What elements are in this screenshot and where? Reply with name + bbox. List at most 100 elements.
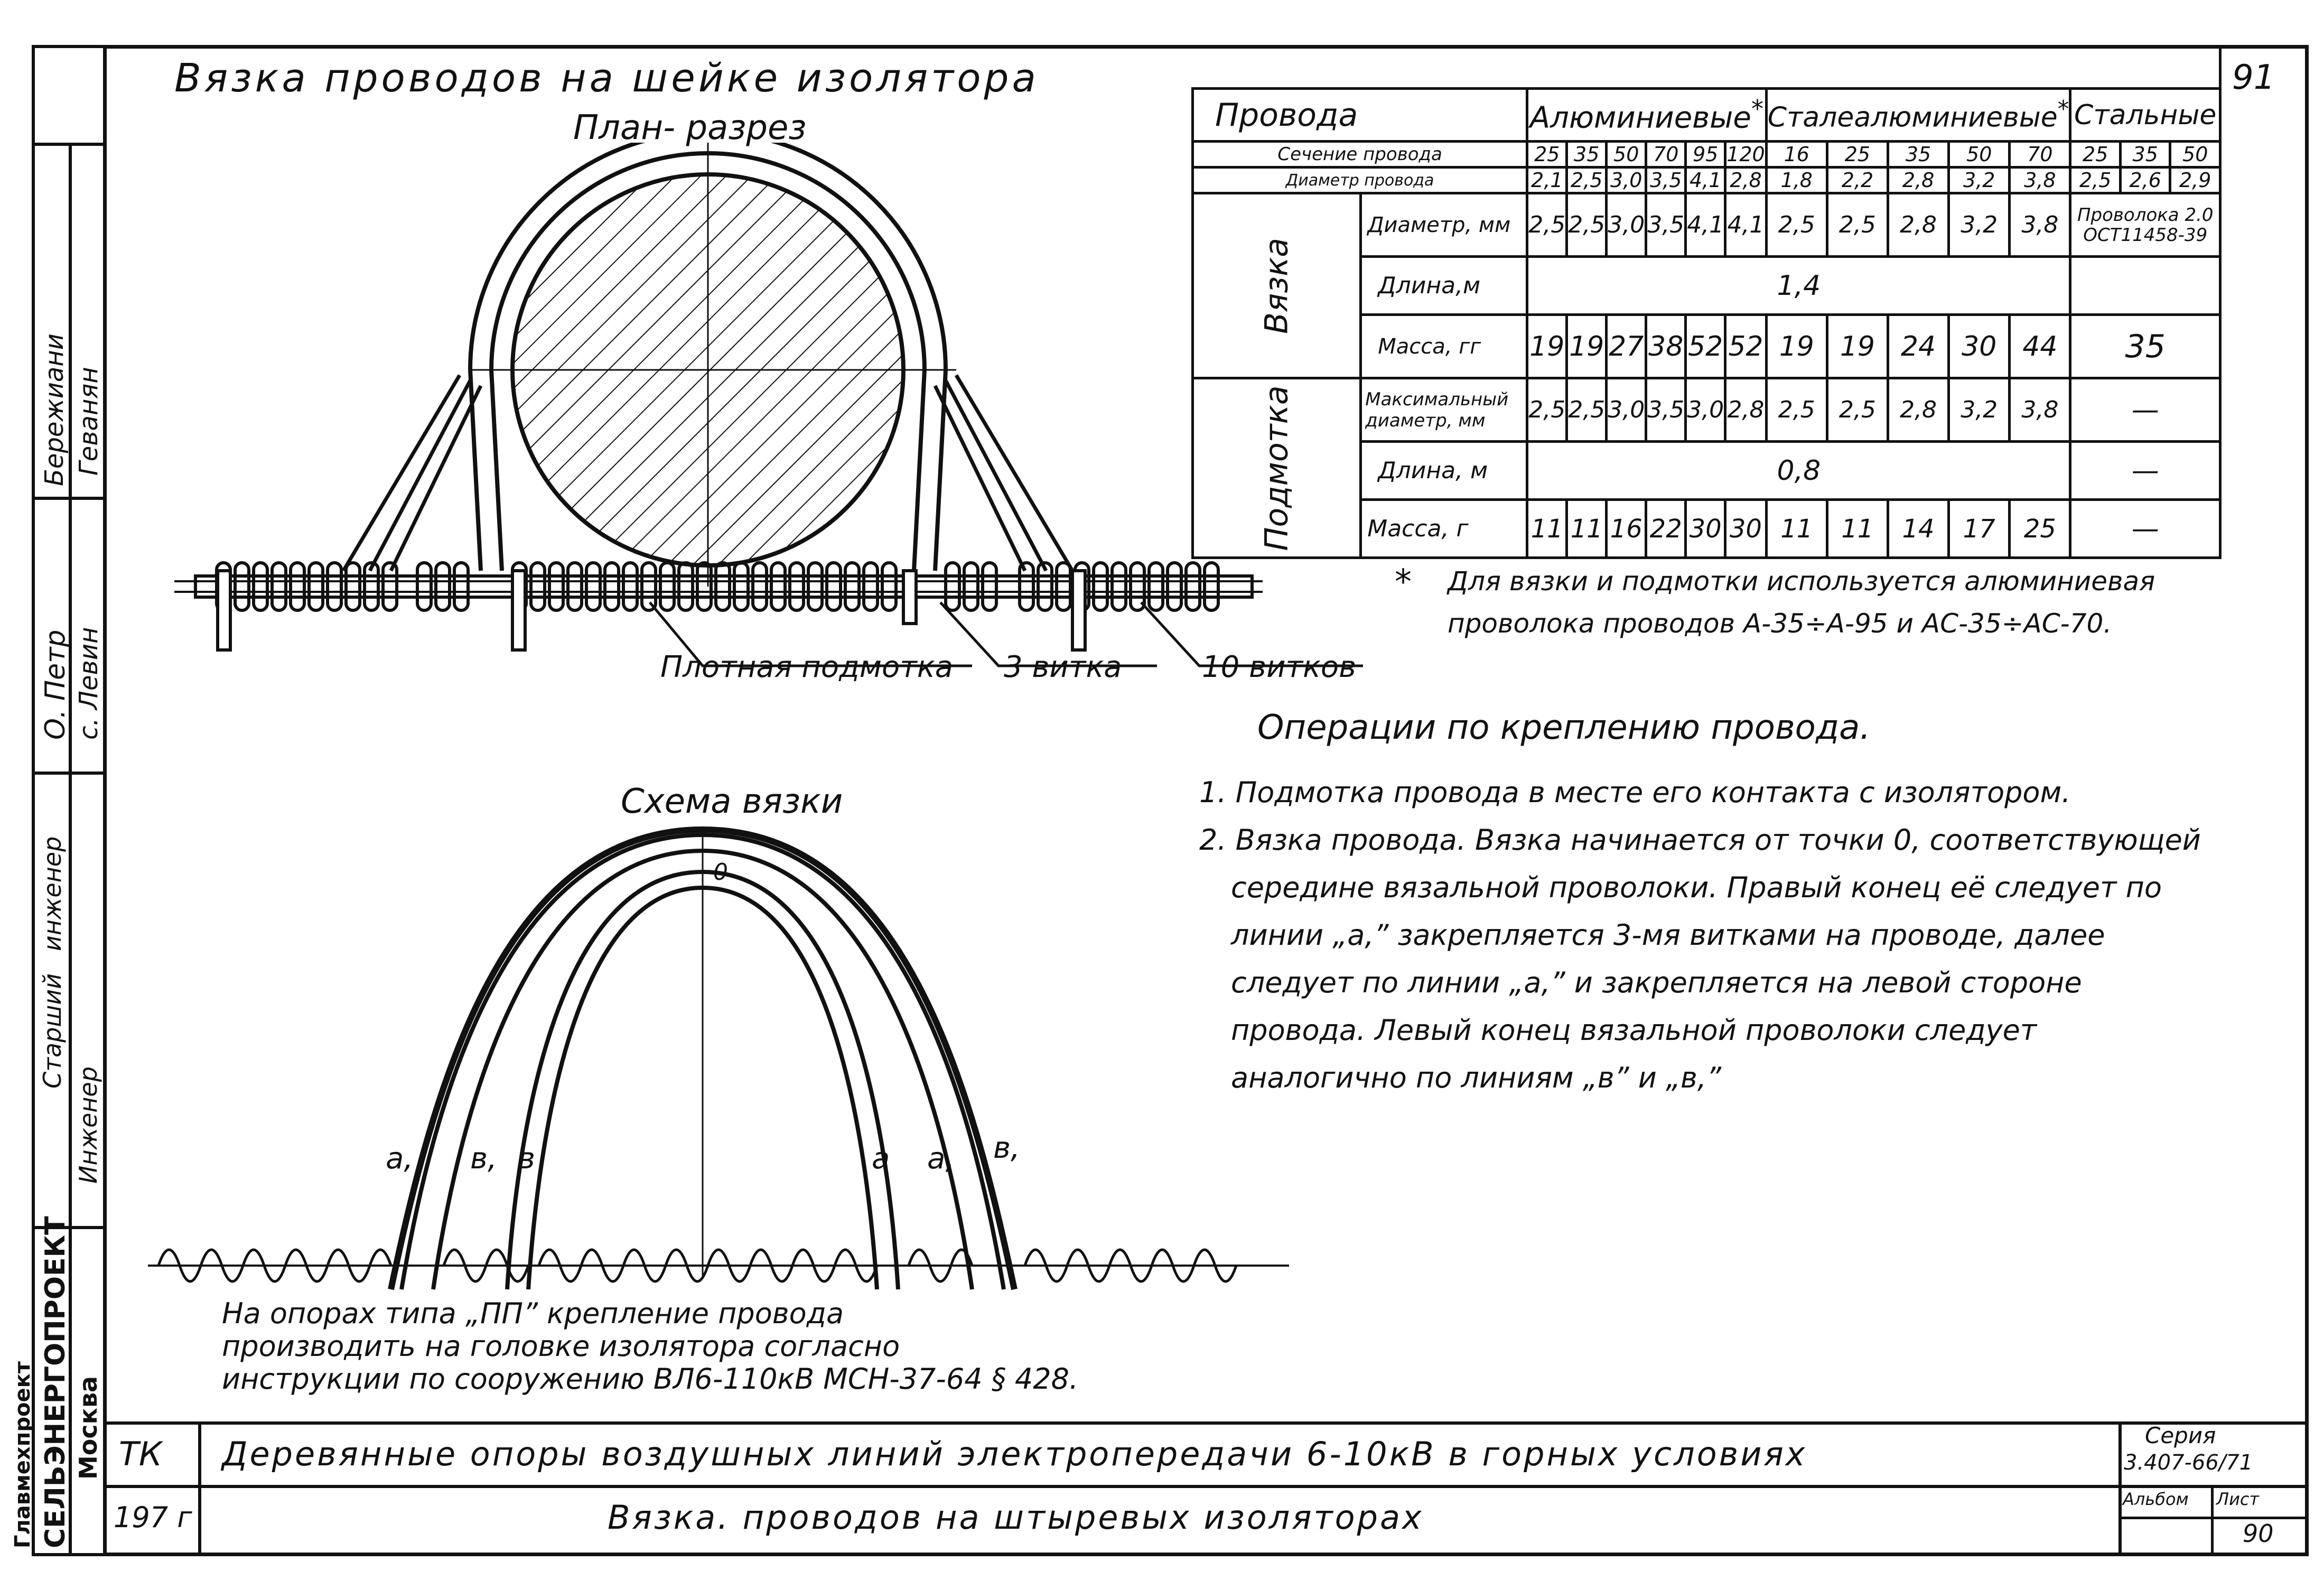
row-diam-label: Диаметр провода: [1191, 166, 1529, 194]
operation-line: середине вязальной проволоки. Правый кон…: [1231, 871, 2162, 904]
table-cell: 70: [2008, 140, 2072, 169]
callout-dense-pad: Плотная подмотка: [660, 650, 954, 684]
stamp-year: 197 г: [114, 1501, 192, 1534]
stamp-divider: [2118, 1421, 2122, 1556]
table-cell: 3,5: [1645, 192, 1687, 258]
vyazka-diam-label: Диаметр, мм: [1359, 192, 1529, 258]
table-cell: 95: [1684, 140, 1727, 169]
stamp-tk: ТК: [119, 1435, 162, 1473]
table-cell: 30: [1684, 498, 1727, 559]
table-cell: 2,8: [1886, 192, 1950, 258]
binding-scheme-drawing: [148, 826, 1289, 1290]
table-cell: 3,8: [2008, 192, 2072, 258]
table-cell: 44: [2008, 313, 2072, 379]
table-cell: 2,9: [2169, 166, 2222, 194]
callout-3-turns: 3 витка: [1004, 650, 1122, 684]
table-cell: 2,5: [1765, 192, 1828, 258]
table-cell: 3,5: [1645, 377, 1687, 443]
footnote-star: *: [1395, 563, 1412, 602]
table-cell: 2,5: [1565, 192, 1608, 258]
table-cell: 50: [2169, 140, 2222, 169]
header-steel-aluminium: Сталеалюминиевые*: [1765, 87, 2072, 143]
mark-b-left: в: [518, 1141, 536, 1176]
podmotka-diam-label: Максимальный диаметр, мм: [1359, 377, 1529, 443]
table-cell: 3,2: [1947, 166, 2011, 194]
table-cell: 2,6: [2118, 166, 2172, 194]
main-title: Вязка проводов на шейке изолятора: [174, 55, 1039, 101]
table-cell: 50: [1605, 140, 1648, 169]
note-line: инструкции по сооружению ВЛ6-110кВ МСН-3…: [222, 1362, 1079, 1396]
signature-levin: с. Левин: [74, 627, 104, 740]
strip-line: [32, 772, 103, 775]
table-cell: 2,5: [1526, 192, 1569, 258]
header-wires: Провода: [1191, 87, 1529, 143]
table-cell: 52: [1684, 313, 1727, 379]
table-cell: 19: [1765, 313, 1828, 379]
note-pp-supports: На опорах типа „ПП” крепление провода пр…: [222, 1297, 1078, 1396]
role-senior-b: инженер: [38, 836, 67, 951]
header-steel: Стальные: [2069, 87, 2222, 143]
scheme-label: Схема вязки: [621, 782, 843, 821]
operation-line: линии „а,” закрепляется 3-мя витками на …: [1231, 918, 2105, 952]
table-cell: 16: [1605, 498, 1648, 559]
org-name: СЕЛЬЭНЕРГОПРОЕКТ: [40, 1216, 71, 1549]
table-cell: 35: [2118, 140, 2172, 169]
podmotka-len-value: 0,8: [1526, 440, 2072, 501]
table-cell: 16: [1765, 140, 1828, 169]
org-top: Главмехпроект: [11, 1361, 35, 1548]
series-value: 3.407-66/71: [2124, 1451, 2253, 1475]
table-cell: 11: [1765, 498, 1828, 559]
table-cell: 3,0: [1605, 377, 1648, 443]
table-cell: 38: [1645, 313, 1687, 379]
album-label: Альбом: [2123, 1489, 2189, 1509]
podmotka-len-steel: —: [2069, 440, 2222, 501]
table-cell: 2,1: [1526, 166, 1569, 194]
table-cell: 17: [1947, 498, 2011, 559]
table-cell: 2,5: [1526, 377, 1569, 443]
signature-petr: О. Петр: [40, 629, 71, 740]
strip-line: [32, 497, 103, 500]
footnote: Для вязки и подмотки используется алюмин…: [1448, 566, 2155, 639]
vyazka-steel-wire: Проволока 2.0 ОСТ11458-39: [2069, 192, 2222, 258]
table-cell: 2,5: [1565, 166, 1608, 194]
stamp-title-1: Деревянные опоры воздушных линий электро…: [222, 1435, 1807, 1473]
vyazka-mass-steel: 35: [2069, 313, 2222, 379]
table-cell: 3,2: [1947, 377, 2011, 443]
table-cell: 3,2: [1947, 192, 2011, 258]
series-label: Серия: [2145, 1423, 2216, 1448]
table-cell: 2,5: [1765, 377, 1828, 443]
operations-text: 1. Подмотка провода в месте его контакта…: [1199, 769, 2303, 1102]
table-cell: 4,1: [1724, 192, 1768, 258]
group-vyazka: Вязка: [1191, 192, 1362, 379]
table-cell: 14: [1886, 498, 1950, 559]
drawing-frame: [103, 45, 2309, 1556]
vyazka-mass-label: Масса, гг: [1359, 313, 1529, 379]
table-cell: 2,8: [1886, 377, 1950, 443]
table-cell: 35: [1565, 140, 1608, 169]
table-cell: 27: [1605, 313, 1648, 379]
left-title-strip: [32, 45, 103, 1556]
table-cell: 2,2: [1825, 166, 1889, 194]
stamp-line-mid: [103, 1485, 2309, 1488]
podmotka-diam-steel: —: [2069, 377, 2222, 443]
table-cell: 25: [2008, 498, 2072, 559]
table-cell: 2,5: [1565, 377, 1608, 443]
strip-divider: [69, 143, 72, 1556]
table-cell: 50: [1947, 140, 2011, 169]
signature-berezhiani: Бережиани: [40, 333, 69, 486]
table-cell: 22: [1645, 498, 1687, 559]
org-city: Москва: [74, 1375, 102, 1480]
role-engineer: Инженер: [74, 1066, 102, 1184]
mark-a1-left: а,: [386, 1141, 414, 1176]
table-cell: 2,8: [1724, 377, 1768, 443]
table-cell: 70: [1645, 140, 1687, 169]
table-cell: 3,8: [2008, 166, 2072, 194]
podmotka-len-label: Длина, м: [1359, 440, 1529, 501]
note-line: производить на головке изолятора согласн…: [222, 1330, 900, 1363]
operation-line: 1. Подмотка провода в месте его контакта…: [1199, 776, 2071, 809]
vyazka-len-label: Длина,м: [1359, 255, 1529, 316]
page-number: 91: [2232, 58, 2275, 97]
stamp-title-2: Вязка. проводов на штыревых изоляторах: [608, 1498, 1424, 1537]
strip-line: [32, 1226, 103, 1229]
spec-table: Провода Алюминиевые* Сталеалюминиевые* С…: [1191, 87, 2222, 559]
